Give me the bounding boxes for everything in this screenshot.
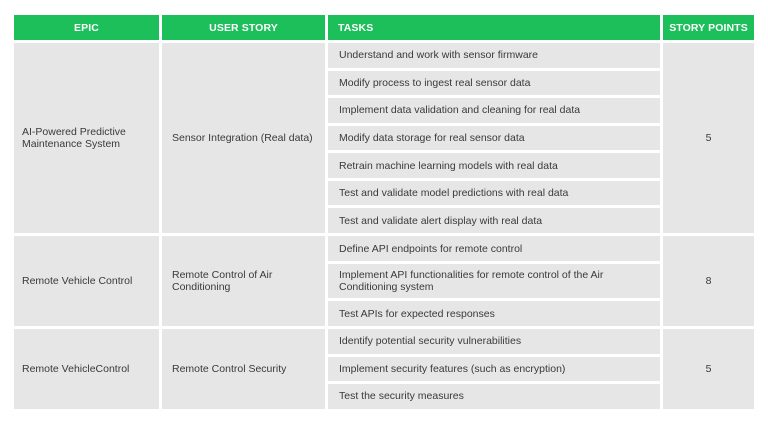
header-epic: EPIC (14, 15, 159, 40)
task-item: Test and validate model predictions with… (328, 180, 660, 206)
user-story-cell: Remote Control Security (162, 329, 325, 409)
tasks-cell: Understand and work with sensor firmware… (328, 43, 660, 234)
task-item: Implement data validation and cleaning f… (328, 98, 660, 123)
user-story-cell: Sensor Integration (Real data) (162, 43, 325, 233)
task-item: Identify potential security vulnerabilit… (328, 329, 660, 354)
agile-planning-table: EPIC USER STORY TASKS STORY POINTS AI-Po… (14, 15, 754, 409)
task-item: Understand and work with sensor firmware (328, 43, 660, 68)
header-tasks: TASKS (328, 15, 660, 40)
epic-cell: Remote VehicleControl (14, 329, 159, 409)
task-item: Modify process to ingest real sensor dat… (328, 70, 660, 96)
tasks-cell: Identify potential security vulnerabilit… (328, 329, 660, 409)
epic-cell: Remote Vehicle Control (14, 236, 159, 326)
task-item: Retrain machine learning models with rea… (328, 153, 660, 178)
header-story-points: STORY POINTS (663, 15, 754, 40)
task-item: Implement security features (such as enc… (328, 356, 660, 382)
story-points-cell: 5 (663, 329, 754, 409)
header-user-story: USER STORY (162, 15, 325, 40)
task-item: Modify data storage for real sensor data (328, 125, 660, 151)
task-item: Define API endpoints for remote control (328, 236, 660, 261)
user-story-cell: Remote Control of Air Conditioning (162, 236, 325, 326)
task-item: Test APIs for expected responses (328, 301, 660, 326)
story-points-cell: 8 (663, 236, 754, 326)
epic-cell: AI-Powered Predictive Maintenance System (14, 43, 159, 233)
task-item: Test the security measures (328, 384, 660, 409)
story-points-cell: 5 (663, 43, 754, 233)
tasks-cell: Define API endpoints for remote control … (328, 236, 660, 326)
task-item: Implement API functionalities for remote… (328, 264, 660, 298)
task-item: Test and validate alert display with rea… (328, 208, 660, 234)
